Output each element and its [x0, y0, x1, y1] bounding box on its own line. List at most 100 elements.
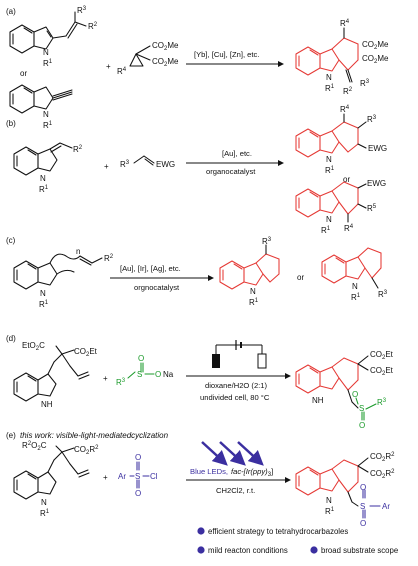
- panel-b-conditions-bottom: organocatalyst: [206, 167, 256, 176]
- panel-e-title: this work: visible-light-mediatedcycliza…: [20, 431, 169, 440]
- panel-b-conditions-top: [Au], etc.: [222, 149, 252, 158]
- panel-e-label: (e): [6, 431, 16, 440]
- panel-c-product-2: [321, 247, 382, 284]
- panel-a-co2me-2: CO2Me: [152, 57, 179, 68]
- panel-c-reactant: [13, 253, 103, 290]
- panel-e-reagent-sulfonyl-chloride: [129, 461, 150, 489]
- panel-a-p-n: N: [326, 73, 332, 82]
- panel-a-r1b: R1: [43, 121, 53, 130]
- panel-a-co2me-1: CO2Me: [152, 41, 179, 52]
- panel-a-r1: R1: [43, 59, 53, 68]
- panel-b-p2-ewg: EWG: [367, 179, 386, 188]
- panel-c-product-1: [219, 253, 280, 290]
- panel-a-p-co2me-2: CO2Me: [362, 54, 389, 65]
- panel-c-p2-r3-bond: [371, 277, 379, 289]
- panel-d-co2et-1: EtO2C: [22, 341, 45, 352]
- panel-a-conditions: [Yb], [Cu], [Zn], etc.: [194, 50, 259, 59]
- panel-d-p-co2et-1: CO2Et: [370, 350, 394, 361]
- panel-a-r4: R4: [117, 67, 127, 76]
- panel-c-p1-r3: R3: [262, 237, 272, 246]
- panel-d-r3: R3: [116, 378, 126, 387]
- panel-d-o1: O: [138, 354, 144, 363]
- panel-a-n1: N: [43, 48, 49, 57]
- panel-b-p1-r1: R1: [325, 166, 335, 175]
- panel-c-p1-n: N: [250, 287, 256, 296]
- panel-b-reagent-alkene: [133, 155, 155, 166]
- panel-d-na: Na: [163, 370, 174, 379]
- panel-e-r1: R1: [40, 509, 50, 518]
- panel-b-or: or: [343, 175, 350, 184]
- panel-e-co2r2: CO2R2: [74, 445, 99, 456]
- panel-b-p2-r4: R4: [344, 224, 354, 233]
- panel-b-reactant-vinylindole: [13, 142, 73, 176]
- panel-e-p-o2: O: [360, 519, 366, 528]
- panel-d-conditions-bottom: undivided cell, 80 °C: [200, 393, 270, 402]
- panel-d-p-nh: NH: [312, 396, 324, 405]
- panel-e-conditions-bottom: CH2Cl2, r.t.: [216, 486, 255, 495]
- battery-electrode-icon: [212, 340, 267, 369]
- bullet-text-1: efficient strategy to tetrahydrocarbazol…: [208, 527, 348, 536]
- panel-e: (e) this work: visible-light-mediatedcyc…: [6, 431, 398, 555]
- panel-d-p-s: S: [359, 404, 364, 413]
- panel-e-p-n: N: [326, 496, 332, 505]
- panel-e-p-ar: Ar: [382, 502, 390, 511]
- panel-e-product-sulfone: [362, 489, 381, 519]
- panel-c-r2: R2: [104, 254, 114, 263]
- panel-d-p-o2: O: [359, 421, 365, 430]
- panel-d-nh: NH: [41, 400, 53, 409]
- panel-e-reactant: [13, 445, 90, 500]
- panel-d-label: (d): [6, 334, 16, 343]
- panel-a-p-r3: R3: [360, 79, 370, 88]
- panel-a-p-r1: R1: [325, 84, 335, 93]
- panel-c-n-sub: n: [76, 247, 80, 256]
- panel-c-p1-r1: R1: [249, 298, 259, 307]
- panel-e-bullets: efficient strategy to tetrahydrocarbazol…: [197, 527, 398, 555]
- panel-c-label: (c): [6, 236, 16, 245]
- panel-d-p-co2et-2: CO2Et: [370, 366, 394, 377]
- panel-d-product: [295, 357, 359, 394]
- panel-d-o2: O: [155, 370, 161, 379]
- panel-b-label: (b): [6, 119, 16, 128]
- panel-c-conditions-top: [Au], [Ir], [Ag], etc.: [120, 264, 181, 273]
- blue-led-arrows-icon: [201, 441, 264, 466]
- bullet-dot-2: [197, 546, 205, 554]
- panel-a-r3: R3: [77, 6, 87, 15]
- panel-d-p-r3: R3: [377, 398, 387, 407]
- panel-d-reagent-sulfinate: [127, 362, 155, 379]
- panel-b-r1: R1: [39, 185, 49, 194]
- panel-d: (d) EtO2C CO2Et NH + O R3 S O: [6, 334, 394, 430]
- panel-e-p-co2r2-2: CO2R2: [370, 469, 395, 480]
- panel-b-p2-r5: R5: [367, 204, 377, 213]
- panel-b-p2-n: N: [326, 215, 332, 224]
- panel-b-r2: R2: [73, 145, 83, 154]
- panel-a-or: or: [20, 69, 27, 78]
- panel-a-p-co2me-1: CO2Me: [362, 40, 389, 51]
- panel-b-product-1-substituents: [343, 113, 367, 149]
- panel-e-n: N: [41, 498, 47, 507]
- panel-b-r3: R3: [120, 160, 130, 169]
- panel-e-p-co2r2-1: CO2R2: [370, 452, 395, 463]
- bullet-text-2: mild reacton conditions: [208, 546, 288, 555]
- panel-b-product-1: [295, 121, 359, 158]
- panel-e-p-r1: R1: [325, 507, 335, 516]
- panel-b-p1-n: N: [326, 155, 332, 164]
- panel-e-p-s: S: [360, 502, 365, 511]
- panel-b-product-2: [295, 181, 359, 218]
- panel-a-reagent-cyclopropane: [129, 45, 151, 67]
- panel-a-reactant-indole-alkene: [9, 11, 87, 54]
- panel-a-plus: +: [106, 62, 111, 71]
- panel-a-p-r4: R4: [340, 19, 350, 28]
- panel-c-conditions-bottom: orgnocatalyst: [134, 283, 180, 292]
- panel-a-product: [295, 37, 359, 76]
- panel-c-r1: R1: [39, 300, 49, 309]
- panel-d-product-substituents: [347, 355, 369, 409]
- panel-a-product-substituents: [343, 27, 353, 83]
- panel-a-reactant-indole-alkyne: [9, 84, 73, 114]
- panel-d-conditions-top: dioxane/H2O (2:1): [205, 381, 268, 390]
- panel-e-conditions-top: Blue LEDs,fac-[Ir(ppy)3]: [190, 467, 273, 478]
- panel-b-n: N: [40, 174, 46, 183]
- panel-b-ewg: EWG: [156, 160, 175, 169]
- panel-c-p2-n: N: [352, 282, 358, 291]
- panel-b-plus: +: [104, 162, 109, 171]
